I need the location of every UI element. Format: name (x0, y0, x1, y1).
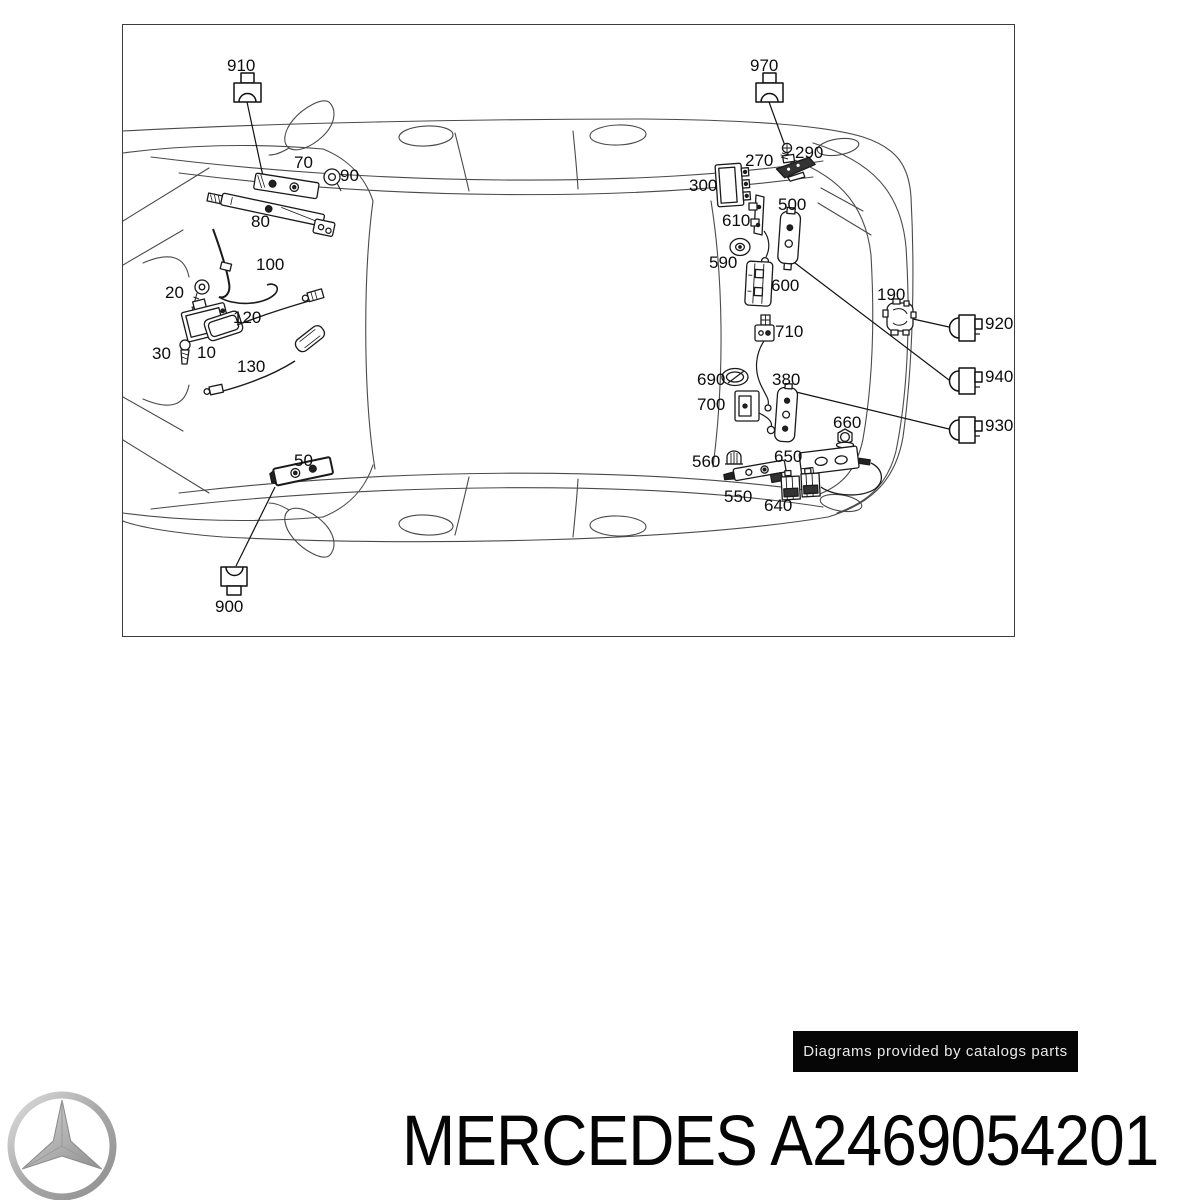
callout-710: 710 (775, 322, 804, 341)
callout-920: 920 (985, 314, 1014, 333)
part-30 (179, 339, 191, 365)
connector-icon-920 (948, 314, 983, 342)
part-190 (882, 298, 917, 336)
callout-550: 550 (724, 487, 753, 506)
callout-970: 970 (750, 56, 779, 75)
callout-640: 640 (764, 496, 793, 515)
callout-10: 10 (197, 343, 216, 362)
part-80 (206, 192, 336, 237)
part-690-seal (721, 367, 749, 387)
callout-650: 650 (774, 447, 803, 466)
callout-70: 70 (294, 153, 313, 172)
part-380-antenna-amplifier (774, 382, 799, 443)
watermark-text: Diagrams provided by catalogs parts (803, 1043, 1068, 1060)
callout-660: 660 (833, 413, 862, 432)
connector-icon-970 (755, 72, 784, 103)
mirror-top (284, 100, 335, 151)
callout-940: 940 (985, 367, 1014, 386)
part-90-grommet (323, 168, 342, 192)
callout-930: 930 (985, 416, 1014, 435)
callout-900: 900 (215, 597, 244, 616)
part-590-grommet (729, 237, 751, 257)
callout-690: 690 (697, 370, 726, 389)
diagram-line-art (123, 72, 983, 596)
part-600-module (744, 260, 774, 307)
callout-500: 500 (778, 195, 807, 214)
part-640-connectors (780, 467, 821, 501)
callout-590: 590 (709, 253, 738, 272)
callout-910: 910 (227, 56, 256, 75)
callout-380: 380 (772, 370, 801, 389)
part-700-module (734, 390, 776, 435)
part-290-screw (780, 142, 793, 160)
mercedes-logo (7, 1091, 117, 1200)
callout-120: 120 (233, 308, 262, 327)
watermark-badge: Diagrams provided by catalogs parts (793, 1031, 1078, 1072)
connector-icon-900 (220, 566, 248, 596)
callout-190: 190 (877, 285, 906, 304)
callout-20: 20 (165, 283, 184, 302)
callout-300: 300 (689, 176, 718, 195)
part-560-clamp (725, 450, 743, 465)
part-120-gps-antenna (203, 288, 325, 342)
callout-90: 90 (340, 166, 359, 185)
parts-diagram-panel: 910 970 70 90 80 100 20 120 10 30 130 50… (122, 24, 1015, 637)
callout-290: 290 (795, 143, 824, 162)
callout-80: 80 (251, 212, 270, 231)
part-70 (253, 172, 320, 200)
connector-icon-930 (948, 416, 983, 444)
mercedes-star (7, 1091, 117, 1200)
part-130-antenna (203, 325, 326, 396)
callout-610: 610 (722, 211, 751, 230)
callout-270: 270 (745, 151, 774, 170)
part-500-antenna-amplifier (777, 206, 802, 271)
part-50-amplifier (269, 456, 334, 487)
callout-100: 100 (256, 255, 285, 274)
callout-700: 700 (697, 395, 726, 414)
callout-600: 600 (771, 276, 800, 295)
connector-icon-910 (233, 72, 262, 103)
part-number-title: MERCEDES A2469054201 (402, 1102, 1159, 1181)
part-610-bracket (748, 194, 770, 266)
part-660-nut (835, 428, 855, 449)
callout-30: 30 (152, 344, 171, 363)
connector-icon-940 (948, 367, 983, 395)
callout-50: 50 (294, 451, 313, 470)
part-710 (754, 314, 775, 412)
callout-560: 560 (692, 452, 721, 471)
part-300-module (714, 162, 752, 208)
callout-130: 130 (237, 357, 266, 376)
part-20-screw (190, 279, 210, 316)
part-100-rod (212, 228, 279, 305)
